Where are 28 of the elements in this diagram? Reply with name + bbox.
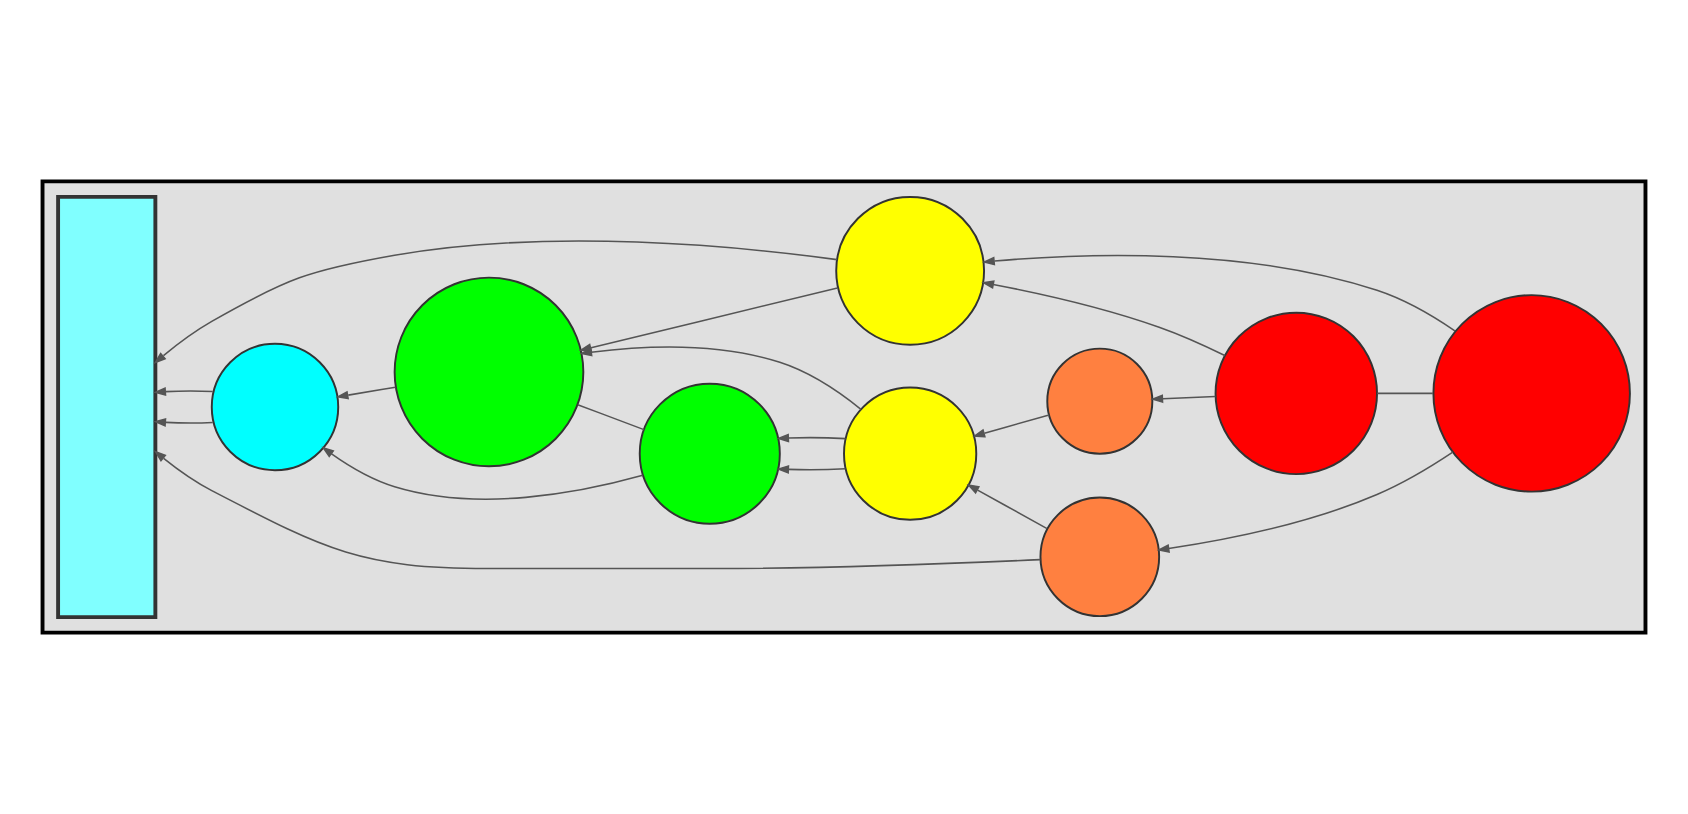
node-circle	[210, 342, 340, 472]
node-circle	[638, 382, 781, 525]
arrow	[335, 386, 397, 400]
node-circle	[393, 276, 585, 468]
node-circle	[1039, 496, 1161, 618]
arrow	[153, 387, 214, 397]
node-circle	[1432, 294, 1631, 493]
arrow	[966, 483, 1048, 530]
node-circle	[1046, 347, 1154, 455]
arrow	[776, 433, 847, 443]
connector	[1376, 392, 1434, 395]
connector	[576, 403, 645, 431]
arrow	[972, 414, 1050, 438]
arrow	[1156, 451, 1454, 553]
arrow	[1150, 394, 1217, 404]
arrow	[153, 240, 838, 364]
arrow	[776, 464, 847, 474]
node-circle	[1214, 311, 1378, 476]
node-circle	[835, 195, 986, 346]
arrow	[153, 450, 1042, 570]
arrow	[578, 287, 839, 353]
arrow	[153, 417, 214, 427]
node-bar	[56, 194, 158, 620]
node-circle	[843, 386, 978, 521]
arrow	[981, 280, 1226, 357]
cluster	[40, 179, 1648, 635]
arrow	[982, 254, 1456, 332]
arrow	[321, 446, 644, 500]
